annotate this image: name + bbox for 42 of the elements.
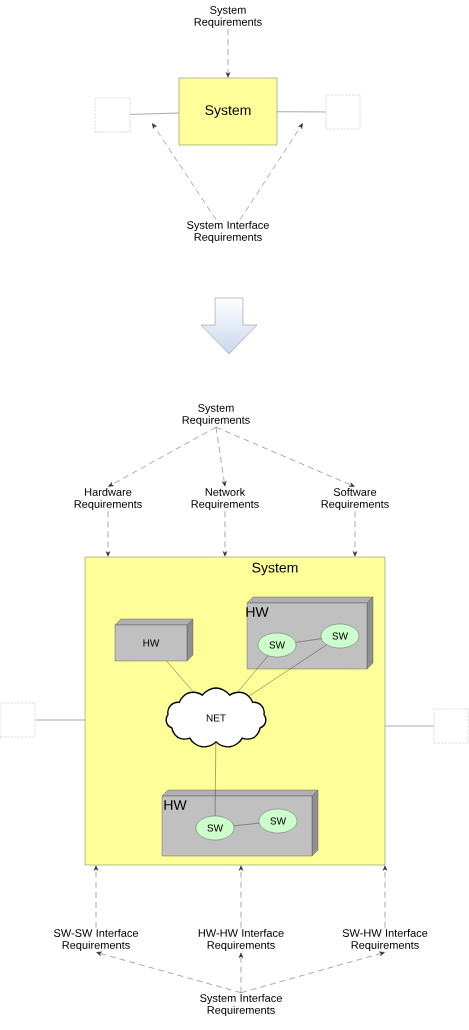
external-box bbox=[94, 97, 131, 133]
requirement-label: SW-HW Interface Requirements bbox=[342, 928, 428, 952]
connector bbox=[96, 951, 242, 993]
connector bbox=[240, 951, 385, 993]
network-cloud: NET bbox=[165, 687, 267, 748]
connector bbox=[352, 511, 358, 557]
connector bbox=[385, 725, 434, 727]
requirement-label: Hardware Requirements bbox=[74, 487, 142, 511]
connector bbox=[35, 719, 85, 721]
external-box bbox=[325, 94, 361, 130]
connector bbox=[166, 661, 194, 692]
requirement-label: System Requirements bbox=[194, 6, 262, 28]
requirement-label: Network Requirements bbox=[191, 487, 259, 511]
connector bbox=[93, 865, 99, 928]
connector bbox=[382, 865, 388, 928]
connector bbox=[215, 427, 355, 487]
connector bbox=[249, 644, 327, 697]
connector bbox=[130, 112, 179, 115]
requirement-label: HW-HW Interface Requirements bbox=[198, 928, 284, 952]
requirement-label: Software Requirements bbox=[321, 487, 389, 511]
requirement-label: SW-SW Interface Requirements bbox=[54, 928, 139, 952]
connector bbox=[222, 511, 228, 557]
connector bbox=[295, 638, 322, 643]
connector bbox=[238, 865, 244, 928]
connector bbox=[238, 952, 244, 993]
connector bbox=[225, 29, 231, 78]
connector bbox=[239, 123, 303, 220]
requirement-label: System Interface Requirements bbox=[200, 993, 282, 1017]
requirement-label: System Interface Requirements bbox=[187, 220, 269, 244]
system-box: System bbox=[178, 77, 278, 146]
connector bbox=[277, 111, 326, 113]
connector bbox=[214, 742, 216, 816]
connector bbox=[108, 427, 217, 487]
connector bbox=[105, 511, 111, 557]
external-box bbox=[433, 708, 469, 744]
connector bbox=[152, 123, 217, 220]
external-box bbox=[0, 702, 36, 738]
connector bbox=[233, 822, 260, 827]
connector bbox=[238, 655, 269, 692]
requirement-label: System Requirements bbox=[182, 404, 250, 426]
connector bbox=[215, 427, 227, 487]
hardware-box: HW bbox=[114, 618, 194, 662]
